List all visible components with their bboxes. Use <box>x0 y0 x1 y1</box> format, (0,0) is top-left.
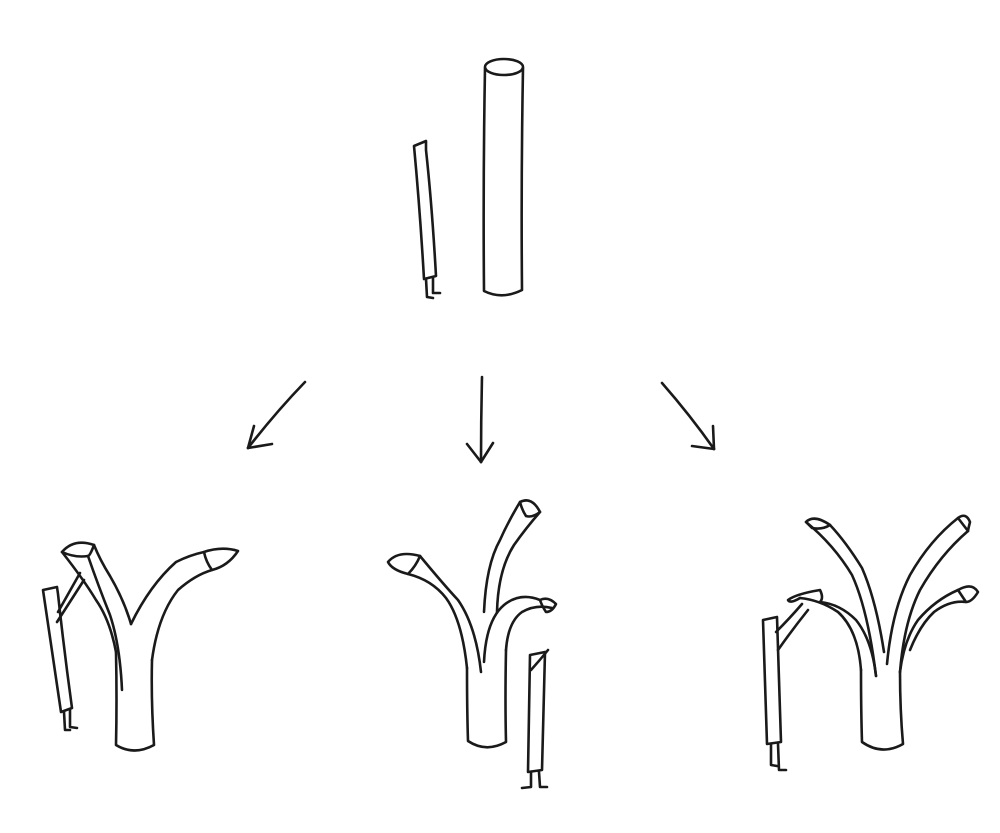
person-figure <box>520 648 550 790</box>
split-four-node <box>761 514 980 772</box>
split-two-node <box>41 541 240 752</box>
arrow-down <box>465 375 495 464</box>
ink-layer <box>41 57 980 790</box>
person-figure <box>761 602 810 772</box>
arrow-down-left <box>246 380 307 450</box>
person-figure <box>412 139 442 300</box>
tall-column <box>482 57 525 297</box>
forked-column <box>60 541 240 752</box>
forked-column <box>786 514 980 751</box>
person-figure <box>41 571 86 732</box>
forked-column <box>386 499 558 749</box>
origin-node <box>412 57 525 300</box>
arrow-down-right <box>660 381 716 451</box>
split-three-node <box>386 499 558 790</box>
